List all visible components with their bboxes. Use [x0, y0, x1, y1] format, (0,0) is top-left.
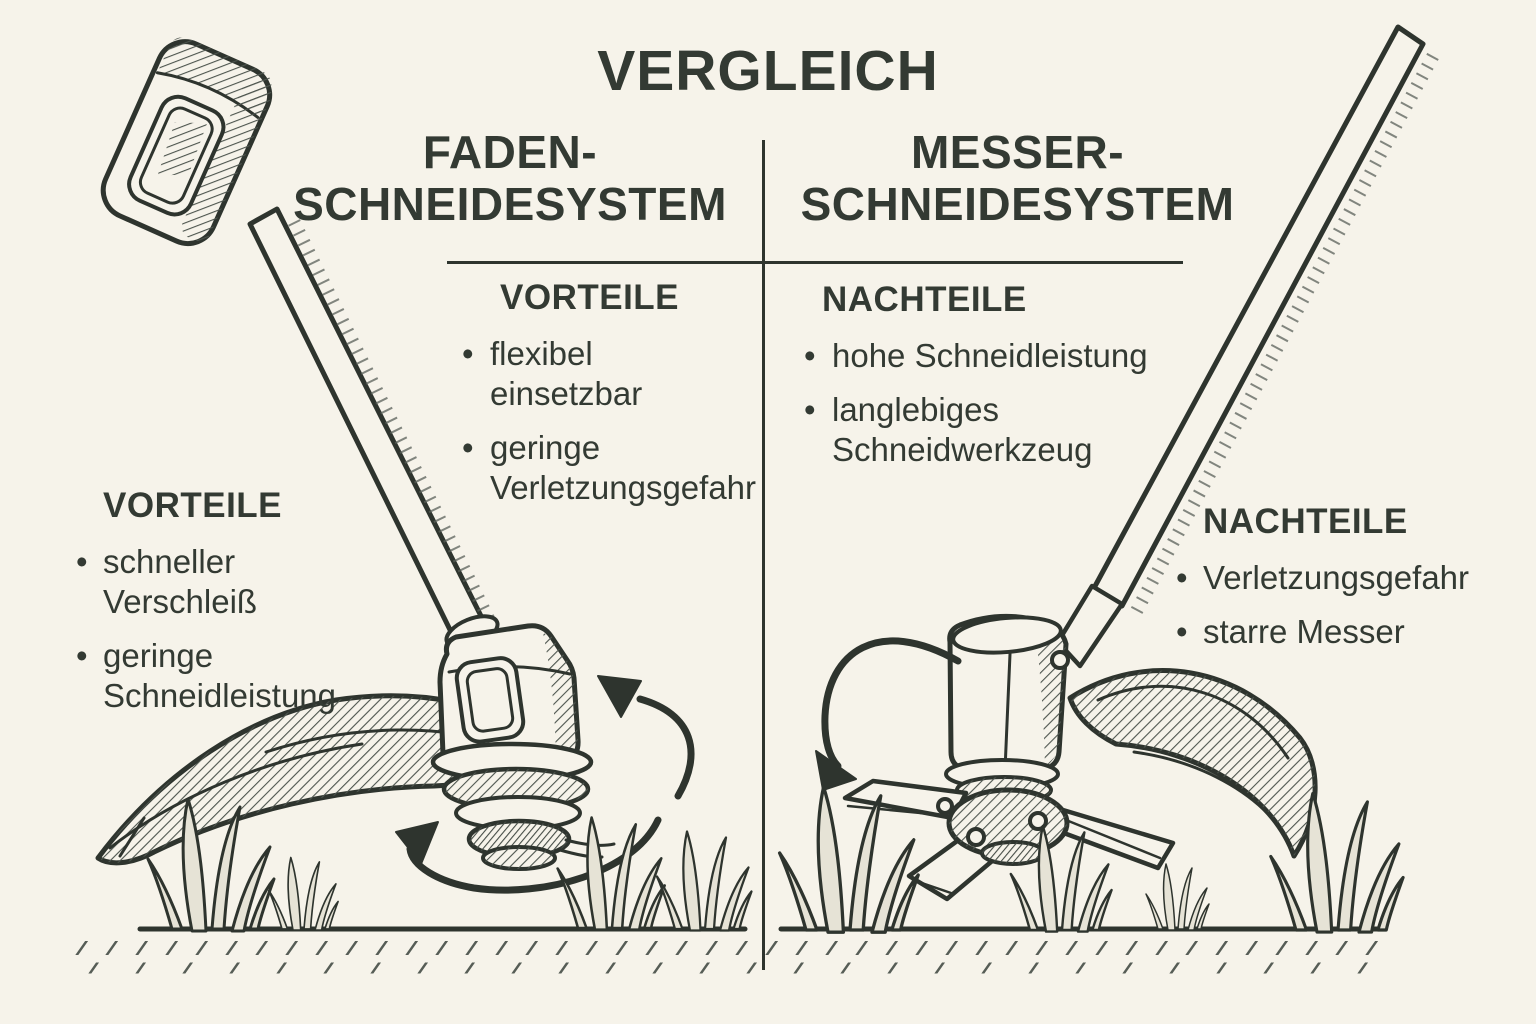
list-item: Verletzungsgefahr: [1176, 558, 1516, 598]
list-item: langlebiges Schneidwerkzeug: [804, 390, 1184, 470]
section-messer-nachteile: NACHTEILE hohe Schneidleistung langlebig…: [804, 280, 1184, 484]
header-faden-schneidesystem: FADEN- SCHNEIDESYSTEM: [293, 126, 727, 230]
bullet-list: schneller Verschleiß geringe Schneidleis…: [76, 542, 396, 716]
battery-pack: [100, 37, 273, 247]
section-heading: VORTEILE: [500, 278, 680, 317]
string-trimmer-illustration: [95, 37, 695, 894]
list-item: flexibel einsetzbar: [462, 334, 762, 414]
section-heading: VORTEILE: [103, 486, 283, 525]
section-faden-vorteile-side: VORTEILE schneller Verschleiß geringe Sc…: [76, 486, 396, 730]
header-messer-schneidesystem: MESSER- SCHNEIDESYSTEM: [800, 126, 1235, 230]
grass: [146, 785, 1405, 934]
bullet-list: flexibel einsetzbar geringe Verletzungsg…: [462, 334, 762, 508]
list-item: geringe Verletzungsgefahr: [462, 428, 762, 508]
bullet-list: hohe Schneidleistung langlebiges Schneid…: [804, 336, 1184, 470]
blade-bolt: [936, 797, 954, 815]
trimmer-head-housing-right: [947, 613, 1070, 777]
spool-head-left: [430, 741, 616, 871]
section-faden-vorteile: VORTEILE flexibel einsetzbar geringe Ver…: [462, 278, 762, 522]
blade-bolt: [1028, 811, 1048, 831]
bullet-list: Verletzungsgefahr starre Messer: [1176, 558, 1516, 652]
blade-bolt: [966, 827, 986, 847]
housing-bolt: [1050, 650, 1070, 670]
rotation-arrow-upper-left: [597, 675, 695, 800]
header-underline-rule: [447, 261, 1183, 264]
trimmer-guard-right: [1067, 668, 1318, 859]
column-divider: [762, 140, 765, 970]
rotation-arrow-right: [815, 637, 962, 791]
list-item: geringe Schneidleistung: [76, 636, 396, 716]
page-title: VERGLEICH: [597, 39, 939, 103]
blade-trimmer-illustration: [815, 24, 1439, 902]
list-item: hohe Schneidleistung: [804, 336, 1184, 376]
section-heading: NACHTEILE: [822, 280, 1027, 319]
section-heading: NACHTEILE: [1203, 502, 1408, 541]
ground: [75, 926, 1382, 974]
list-item: starre Messer: [1176, 612, 1516, 652]
list-item: schneller Verschleiß: [76, 542, 396, 622]
blade-hub: [936, 787, 1070, 866]
section-messer-nachteile-side: NACHTEILE Verletzungsgefahr starre Messe…: [1176, 502, 1516, 666]
